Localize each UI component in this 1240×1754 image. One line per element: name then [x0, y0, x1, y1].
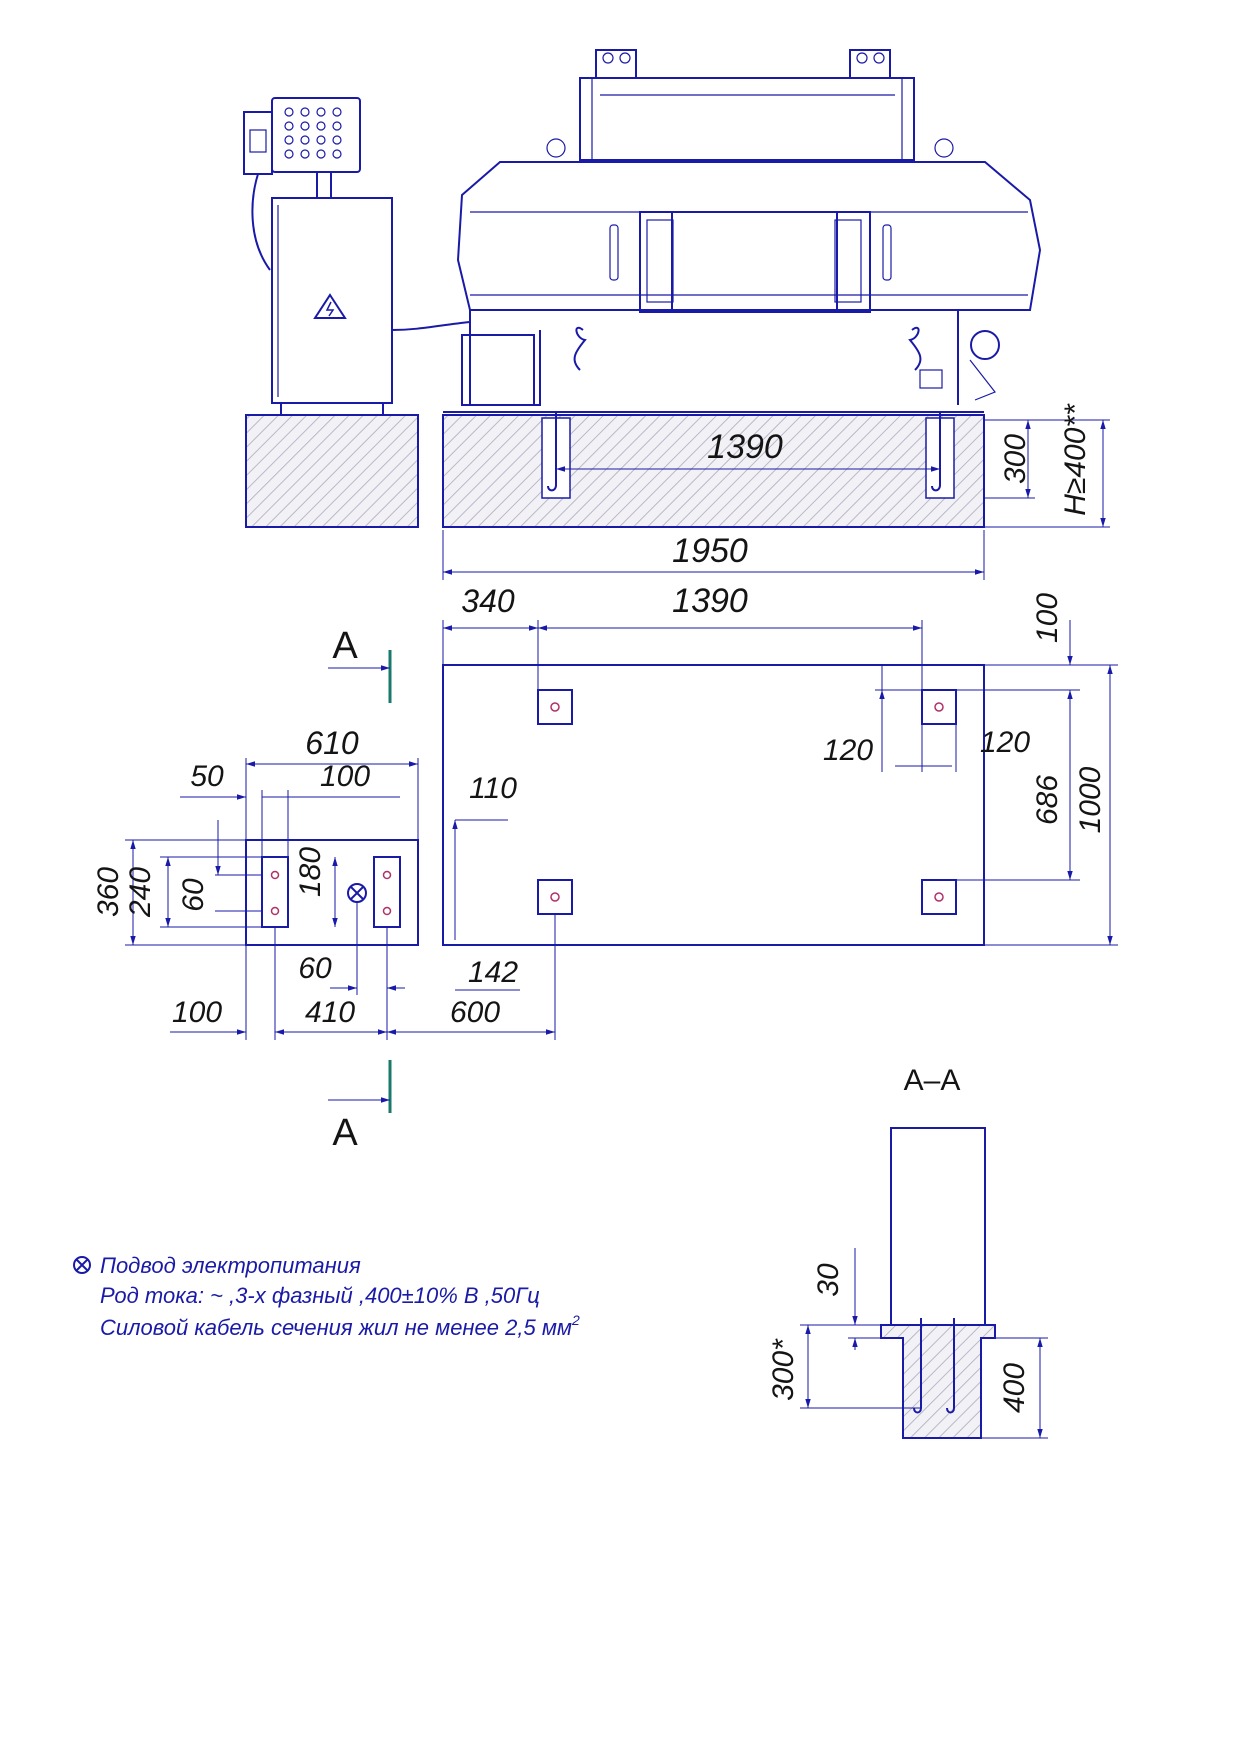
- dim-gap: 110: [469, 772, 517, 805]
- dim-total-height-elevation: H≥400**: [1059, 403, 1092, 516]
- dim-cabinet-depth: 360: [92, 867, 125, 917]
- dim-top-offset: 100: [1031, 593, 1064, 643]
- note-current-type: Род тока: ~ ,3-х фазный ,400±10% В ,50Гц: [100, 1283, 540, 1308]
- section-title: A–A: [904, 1064, 961, 1097]
- elevation-view: 1390 300 H≥400** 1950: [243, 49, 1110, 580]
- dim-anchor-span-plan: 1390: [672, 582, 748, 620]
- machine-foundation-plan: [442, 664, 985, 946]
- section-view: A–A 30 300* 400: [767, 1064, 1048, 1439]
- dim-inlet-offset: 60: [298, 952, 332, 985]
- section-label-bottom: A: [332, 1112, 358, 1154]
- dim-plate-width: 100: [320, 760, 370, 793]
- dim-section-height: 400: [998, 1363, 1031, 1413]
- power-notes: Подвод электропитания Род тока: ~ ,3-х ф…: [73, 1253, 580, 1340]
- dim-bolt-span: 180: [294, 847, 327, 897]
- dim-anchor-inset-left: 120: [823, 734, 873, 767]
- dim-width-plan: 1000: [1074, 766, 1107, 833]
- control-cabinet: [271, 171, 393, 416]
- note-power-supply: Подвод электропитания: [100, 1253, 361, 1278]
- cabinet-foundation-plan: [245, 839, 419, 946]
- dim-left-margin: 50: [190, 760, 224, 793]
- dim-anchor-offset: 142: [468, 956, 518, 989]
- dim-anchor-pitch: 686: [1031, 775, 1064, 825]
- power-inlet-icon: [347, 883, 367, 903]
- dim-section-step: 30: [812, 1263, 845, 1297]
- dim-bottom-left: 100: [172, 996, 222, 1029]
- dim-bottom-mid: 410: [305, 996, 355, 1029]
- section-marker-bottom: A: [328, 1060, 392, 1154]
- control-panel: [243, 97, 471, 331]
- plan-view: A A 340 1390 100 686 1000 120: [92, 582, 1118, 1154]
- dim-bolt-pitch-b: 60: [177, 878, 210, 912]
- anchor-bolt-left: [541, 412, 571, 499]
- dim-bottom-right: 600: [450, 996, 500, 1029]
- dim-section-depth: 300*: [767, 1338, 800, 1401]
- dim-anchor-span-elevation: 1390: [707, 428, 783, 466]
- dim-bolt-pitch-a: 240: [124, 867, 157, 918]
- section-marker-top: A: [328, 625, 392, 703]
- dim-cabinet-width: 610: [305, 725, 359, 761]
- dim-depth-elevation: 300: [999, 434, 1032, 484]
- note-cable-section: Силовой кабель сечения жил не менее 2,5 …: [100, 1312, 580, 1340]
- anchor-bolt-right: [925, 412, 955, 499]
- power-inlet-legend-icon: [73, 1256, 91, 1274]
- dim-anchor-inset-right: 120: [980, 726, 1030, 759]
- dim-total-width-elevation: 1950: [672, 532, 748, 570]
- warning-triangle-icon: [313, 293, 347, 319]
- dim-edge-offset: 340: [461, 583, 515, 619]
- band-saw-machine: [443, 49, 1042, 413]
- section-label-top: A: [332, 625, 358, 667]
- cabinet-foundation: [245, 414, 419, 528]
